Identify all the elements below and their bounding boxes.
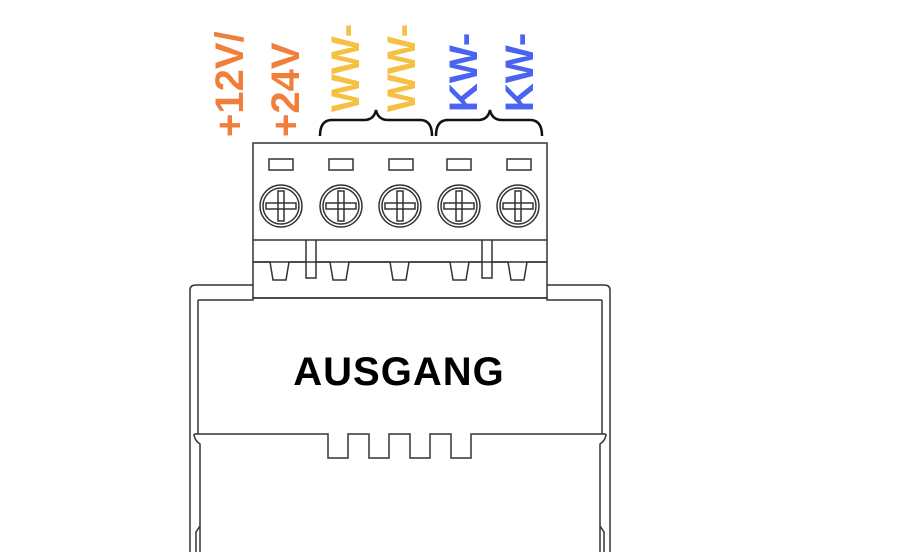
- wire-entry-slots: [268, 158, 532, 171]
- terminal-label-24v: +24V: [264, 42, 308, 137]
- module-label: AUSGANG: [293, 350, 504, 394]
- terminal-label-ww-2: WW-: [380, 24, 424, 112]
- module-housing: [189, 284, 611, 552]
- screw-terminal-icon: [319, 184, 363, 228]
- terminal-label-kw-1: KW-: [442, 33, 486, 112]
- screw-terminal-icon: [259, 184, 303, 228]
- terminal-label-kw-2: KW-: [498, 33, 542, 112]
- curly-brace-icon: [318, 109, 544, 137]
- screw-terminal-icon: [437, 184, 481, 228]
- terminal-label-ww-1: WW-: [324, 24, 368, 112]
- terminal-label-12v: +12V/: [208, 31, 252, 137]
- screw-terminal-icon: [378, 184, 422, 228]
- screw-terminal-icon: [496, 184, 540, 228]
- terminal-labels: +12V/ +24V WW- WW- KW- KW-: [208, 24, 542, 137]
